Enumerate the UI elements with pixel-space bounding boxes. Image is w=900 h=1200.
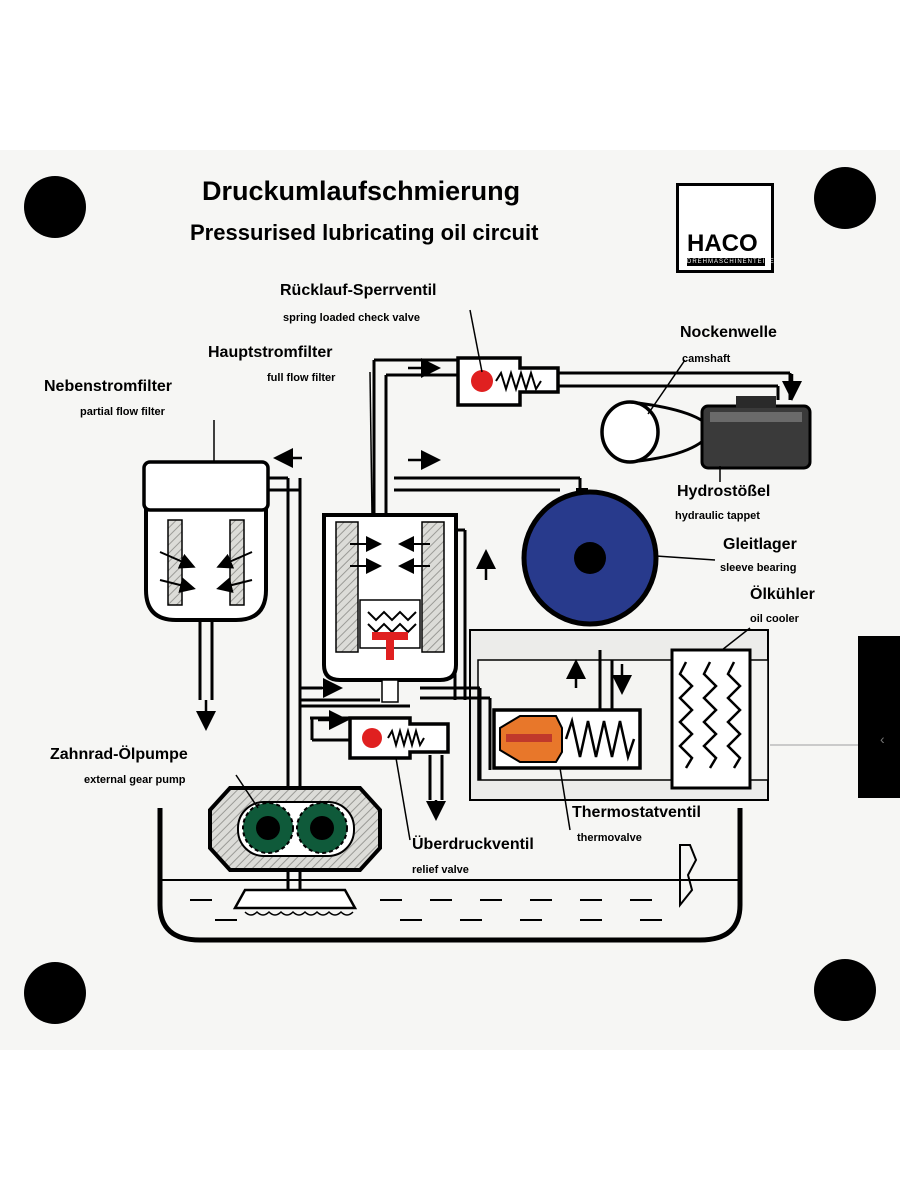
title-english: Pressurised lubricating oil circuit: [190, 220, 539, 245]
oil-sump: [157, 808, 743, 943]
logo-tagline: DREHMASCHINENTEILE: [687, 258, 775, 266]
relief-valve-label-de: Überdruckventil: [412, 836, 534, 853]
relief-valve: [348, 716, 450, 760]
bearing-label-de: Gleitlager: [723, 536, 797, 553]
leader-lines: [213, 309, 751, 841]
full-flow-filter-label-de: Hauptstromfilter: [208, 344, 333, 361]
full-flow-filter: [322, 513, 458, 703]
camshaft-label-de: Nockenwelle: [680, 324, 777, 341]
logo-text: HACO: [687, 230, 758, 257]
hydraulic-tappet: [700, 396, 812, 470]
relief-valve-label-en: relief valve: [412, 864, 469, 876]
check-valve-label-de: Rücklauf-Sperrventil: [280, 282, 437, 299]
gear-pump-label-en: external gear pump: [84, 774, 186, 786]
sleeve-bearing: [521, 488, 659, 627]
partial-flow-filter-label-en: partial flow filter: [80, 406, 165, 418]
mounting-hole-bottom-left: [24, 962, 86, 1024]
side-tab: [858, 636, 900, 798]
full-flow-filter-label-en: full flow filter: [267, 372, 336, 384]
mounting-hole-top-left: [24, 176, 86, 238]
tappet-label-de: Hydrostößel: [677, 483, 771, 500]
gear-pump-label-de: Zahnrad-Ölpumpe: [50, 746, 188, 763]
tappet-label-en: hydraulic tappet: [675, 510, 760, 522]
partial-flow-filter-label-de: Nebenstromfilter: [44, 378, 173, 395]
check-valve-label-en: spring loaded check valve: [283, 312, 420, 324]
svg-text:‹: ‹: [880, 731, 885, 747]
haco-logo: HACO DREHMASCHINENTEILE: [676, 183, 774, 273]
oil-cooler: [670, 648, 858, 790]
bearing-label-en: sleeve bearing: [720, 562, 797, 574]
camshaft-label-en: camshaft: [682, 353, 731, 365]
flow-arrows: [196, 358, 802, 821]
cooler-label-de: Ölkühler: [750, 586, 815, 603]
external-gear-pump: [208, 786, 382, 872]
camshaft: [600, 400, 714, 464]
thermovalve-label-en: thermovalve: [577, 832, 642, 844]
thermostat-valve: [492, 708, 642, 770]
thermovalve-label-de: Thermostatventil: [572, 804, 701, 821]
cooler-label-en: oil cooler: [750, 613, 799, 625]
check-valve: [456, 356, 560, 407]
title-german: Druckumlaufschmierung: [202, 176, 521, 206]
partial-flow-filter: [142, 460, 270, 622]
mounting-hole-top-right: [814, 167, 876, 229]
mounting-hole-bottom-right: [814, 959, 876, 1021]
